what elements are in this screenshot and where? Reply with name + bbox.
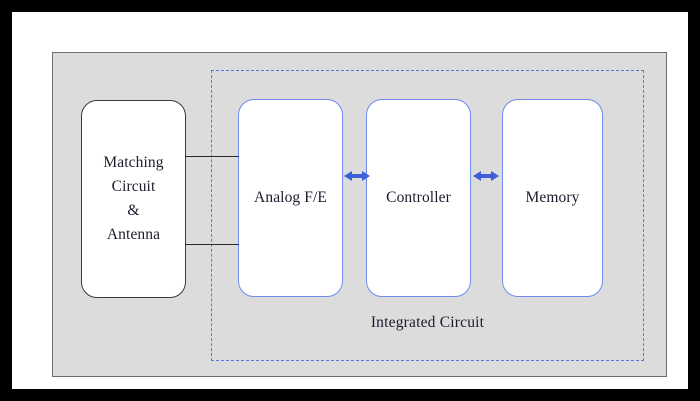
double-arrow-analog-controller-icon bbox=[344, 169, 370, 183]
integrated-circuit-boundary: Integrated Circuit bbox=[211, 70, 644, 361]
diagram-panel: Integrated Circuit Matching Circuit & An… bbox=[52, 52, 667, 377]
block-controller-label: Controller bbox=[386, 188, 451, 206]
block-controller[interactable]: Controller bbox=[366, 99, 471, 297]
connector-antenna-analog-top bbox=[185, 156, 239, 157]
figure-white-mat: Integrated Circuit Matching Circuit & An… bbox=[12, 12, 688, 389]
block-matching-circuit-antenna[interactable]: Matching Circuit & Antenna bbox=[81, 100, 186, 298]
connector-antenna-analog-bottom bbox=[185, 244, 239, 245]
block-memory-label: Memory bbox=[525, 188, 580, 206]
double-arrow-controller-memory-icon bbox=[473, 169, 499, 183]
integrated-circuit-label: Integrated Circuit bbox=[370, 314, 485, 331]
block-memory[interactable]: Memory bbox=[502, 99, 603, 297]
block-analog-fe[interactable]: Analog F/E bbox=[238, 99, 343, 297]
block-analog-fe-label: Analog F/E bbox=[254, 188, 327, 206]
block-matching-circuit-antenna-label: Matching Circuit & Antenna bbox=[103, 153, 164, 244]
